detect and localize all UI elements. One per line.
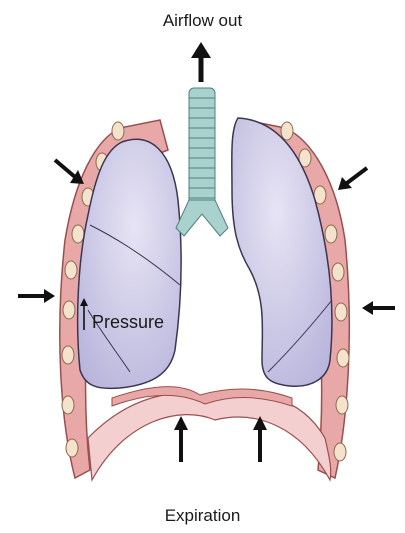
diaphragm	[88, 393, 331, 480]
expiration-caption: Expiration	[0, 506, 405, 526]
pressure-label: Pressure	[92, 312, 164, 333]
airflow-out-label: Airflow out	[0, 11, 405, 31]
trachea	[176, 88, 228, 236]
